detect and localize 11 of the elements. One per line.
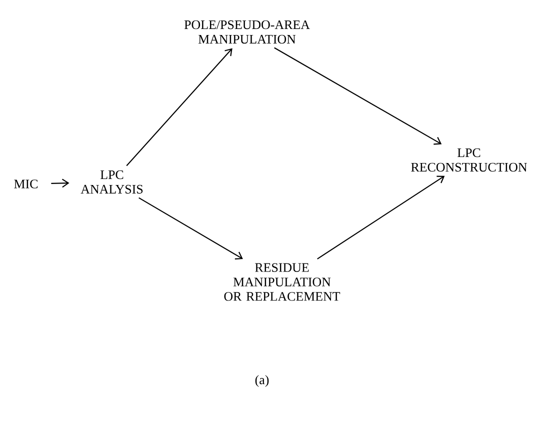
node-label: POLE/PSEUDO-AREA MANIPULATION bbox=[184, 20, 310, 44]
arrow bbox=[138, 197, 243, 260]
arrow bbox=[317, 176, 445, 260]
node-label: RESIDUE MANIPULATION OR REPLACEMENT bbox=[224, 263, 340, 301]
node-label: LPC ANALYSIS bbox=[80, 170, 143, 194]
arrow bbox=[274, 47, 442, 145]
arrow bbox=[51, 178, 70, 188]
arrow bbox=[126, 48, 232, 166]
node-label: MIC bbox=[14, 180, 38, 188]
caption: (a) bbox=[255, 375, 269, 387]
node-label: LPC RECONSTRUCTION bbox=[411, 148, 527, 172]
